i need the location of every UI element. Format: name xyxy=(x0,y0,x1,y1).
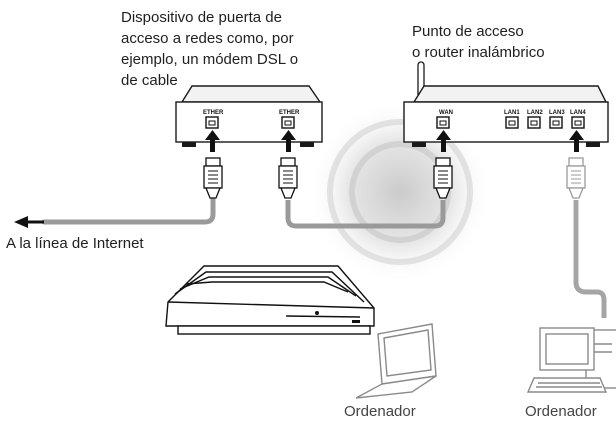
internet-arrow-icon xyxy=(14,216,28,228)
game-console-icon xyxy=(165,265,375,335)
access-point-label: Punto de acceso o router inalámbrico xyxy=(412,21,545,63)
router-lan-label: LAN2 xyxy=(527,110,543,116)
modem-device: ETHER ETHER xyxy=(175,85,323,147)
lan-port-icon xyxy=(505,116,585,129)
modem-port-label: ETHER xyxy=(203,110,224,116)
wireless-signal-ring xyxy=(327,119,473,265)
modem-port-label: ETHER xyxy=(279,110,300,116)
access-point-label-line: Punto de acceso xyxy=(412,23,524,40)
internet-cable xyxy=(41,195,216,225)
desktop-computer-icon xyxy=(526,327,616,393)
router-lan-label: LAN3 xyxy=(549,110,565,116)
connection-arrow-icon xyxy=(205,130,584,152)
router-lan-label: LAN4 xyxy=(570,110,586,116)
modem-label: Dispositivo de puerta de acceso a redes … xyxy=(121,7,298,91)
laptop-computer-label: Ordenador xyxy=(344,403,416,420)
router-wan-label: WAN xyxy=(439,110,453,116)
internet-line-label: A la línea de Internet xyxy=(6,235,144,252)
access-point-label-line: o router inalámbrico xyxy=(412,44,545,61)
modem-label-line: de cable xyxy=(121,72,178,89)
modem-router-cable xyxy=(285,200,446,229)
laptop-computer-icon xyxy=(355,323,437,399)
modem-label-line: acceso a redes como, por xyxy=(121,30,294,47)
desktop-cable xyxy=(573,200,607,318)
router-lan-label: LAN1 xyxy=(504,110,520,116)
modem-label-line: ejemplo, un módem DSL o xyxy=(121,51,299,68)
desktop-computer-label: Ordenador xyxy=(525,403,597,420)
router-device: WAN LAN1 LAN2 LAN3 LAN4 xyxy=(403,61,609,147)
modem-label-line: Dispositivo de puerta de xyxy=(121,9,282,26)
ethernet-plug-icon xyxy=(203,157,586,199)
